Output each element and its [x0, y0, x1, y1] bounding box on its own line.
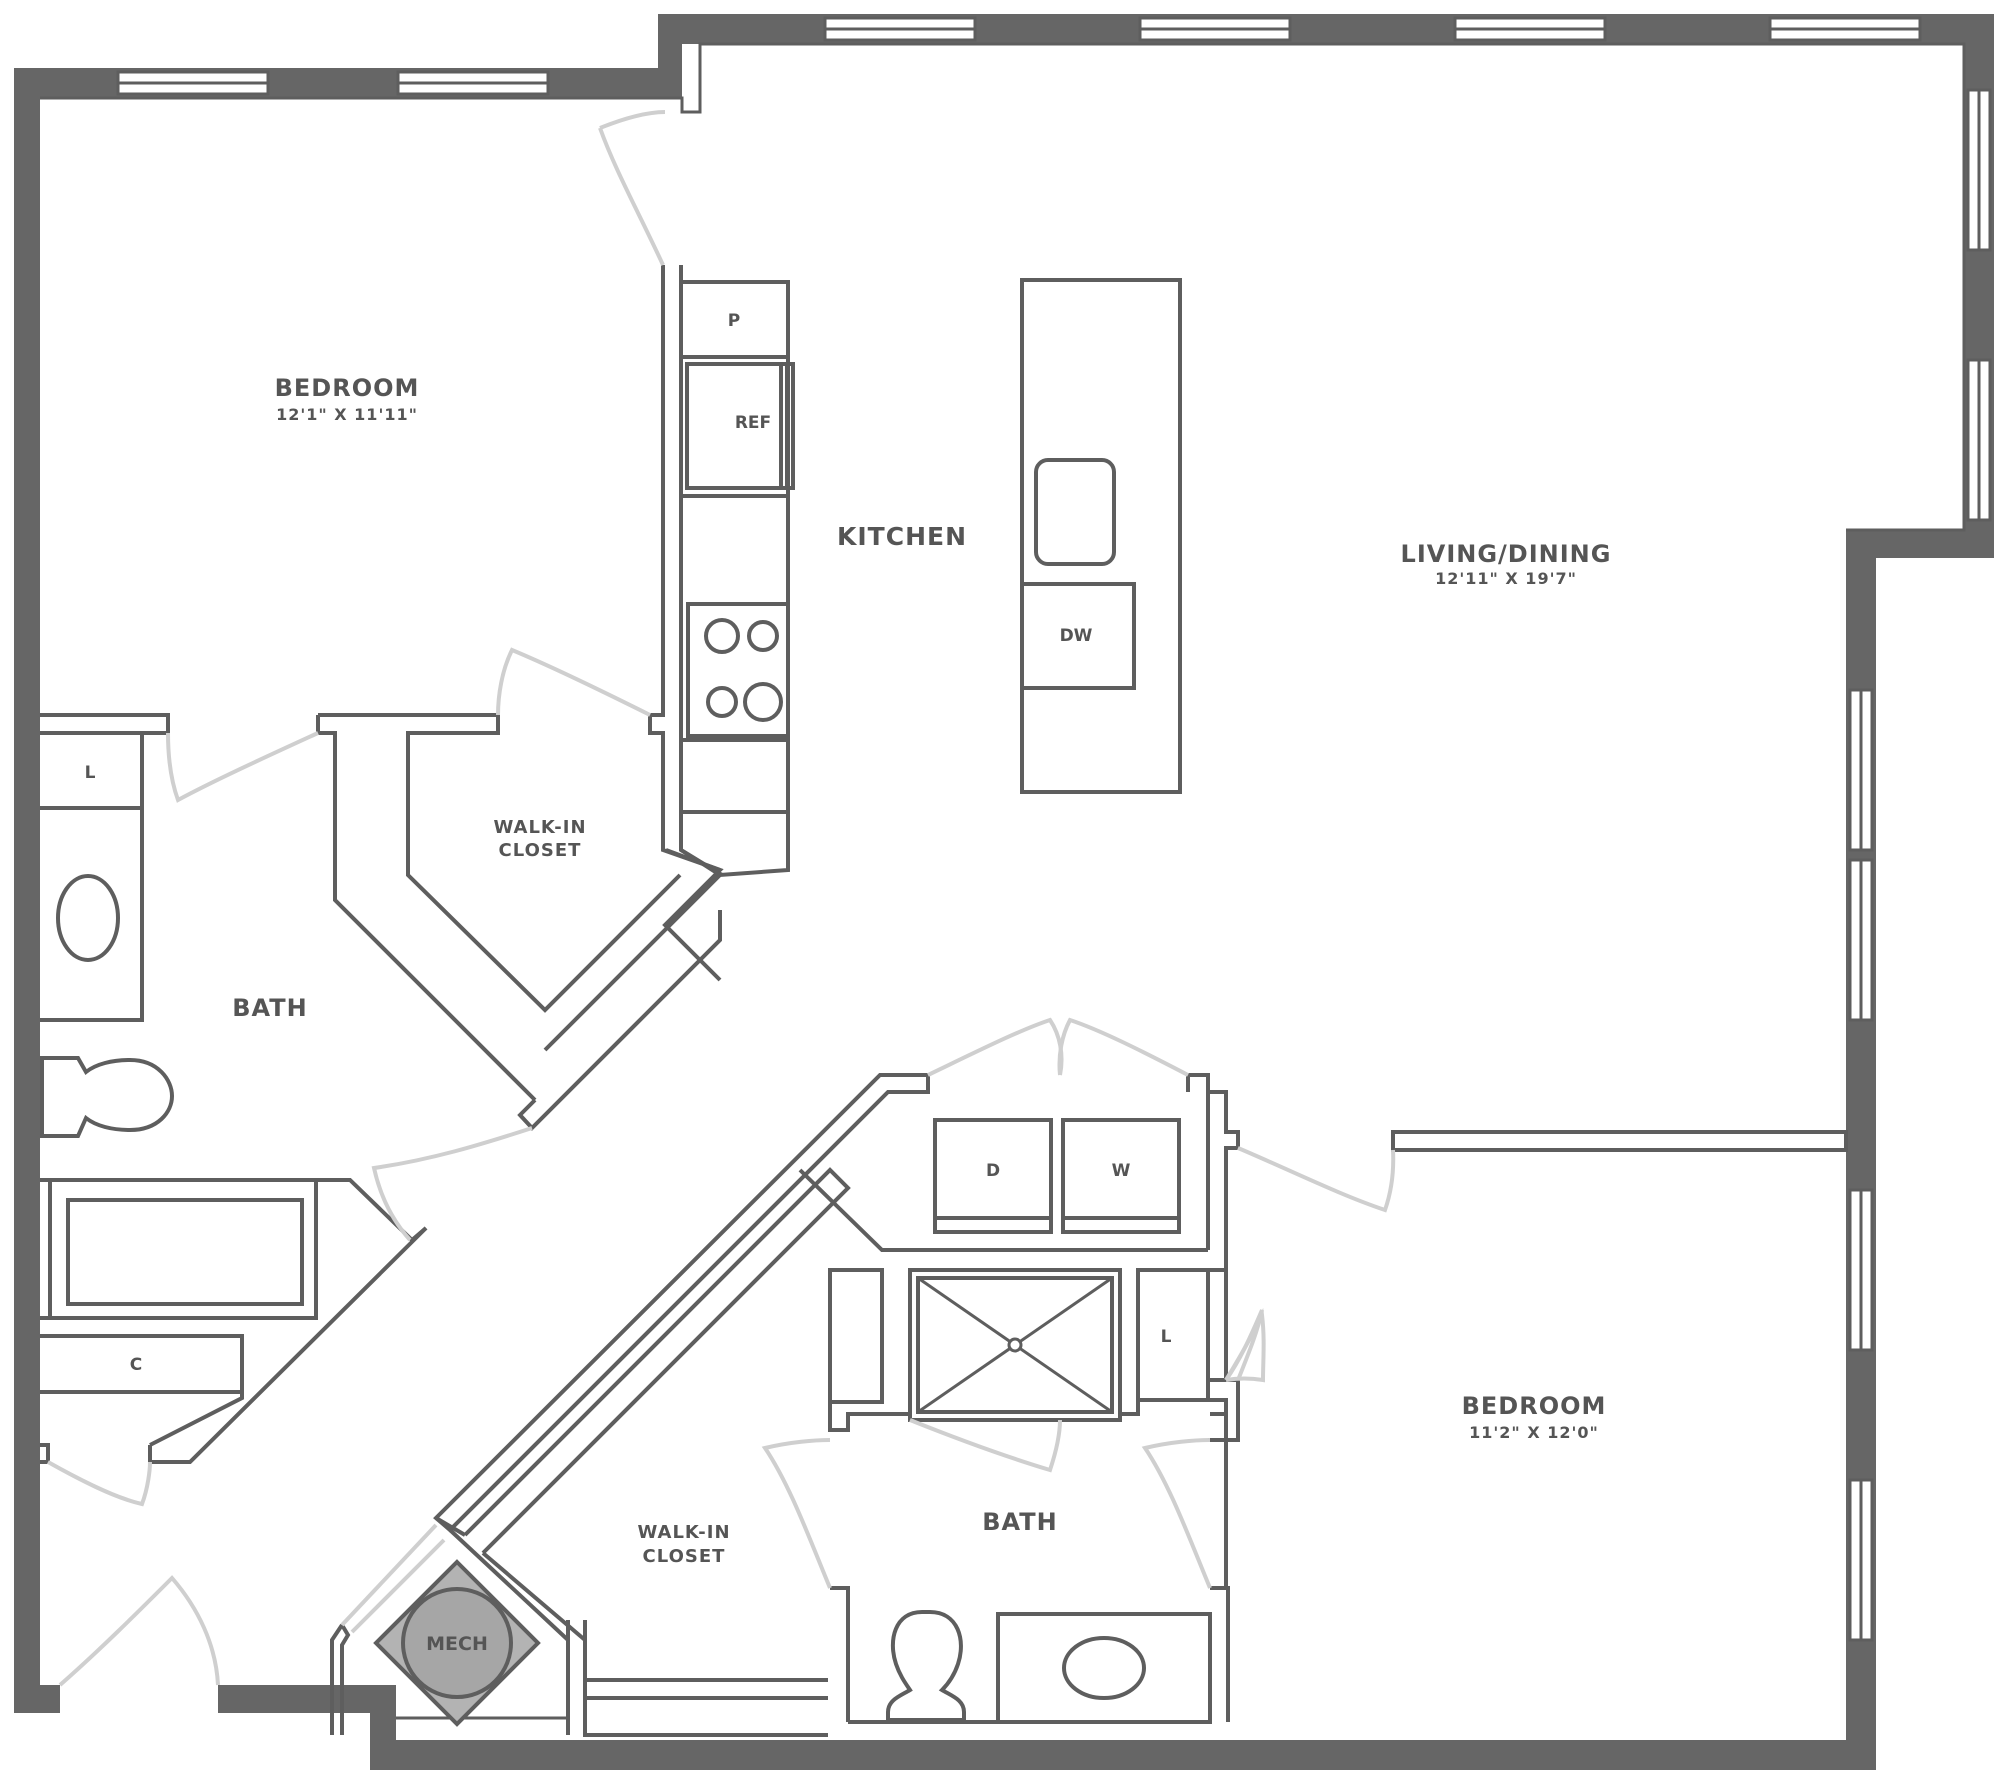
interior-walls	[40, 265, 1848, 1737]
washer-label: W	[1112, 1161, 1131, 1181]
linen-2-label: L	[1161, 1327, 1172, 1347]
exterior-walls	[14, 14, 1994, 1770]
refrigerator-label: REF	[735, 413, 771, 433]
door-swings	[47, 110, 1396, 1687]
mech-label: MECH	[426, 1633, 488, 1655]
bedroom-2-dims: 11'2" X 12'0"	[1469, 1423, 1599, 1442]
walk-in-closet-2-label-line1: WALK-IN	[637, 1522, 730, 1543]
linen-1-label: L	[85, 763, 96, 783]
bedroom-1-dims: 12'1" X 11'11"	[276, 405, 418, 424]
kitchen-fixtures	[679, 278, 1182, 814]
walk-in-closet-1-label-line2: CLOSET	[499, 840, 582, 861]
pantry-label: P	[728, 311, 740, 331]
fixture-labels: P REF DW L C D W L MECH	[85, 311, 1172, 1655]
walk-in-closet-1-label-line1: WALK-IN	[493, 817, 586, 838]
living-dining-label: LIVING/DINING	[1401, 540, 1612, 568]
bath-1-fixtures	[40, 874, 175, 1138]
kitchen-label: KITCHEN	[837, 522, 967, 551]
dishwasher-label: DW	[1060, 626, 1093, 646]
room-labels: BEDROOM 12'1" X 11'11" KITCHEN LIVING/DI…	[232, 374, 1612, 1567]
mech-unit	[373, 1559, 541, 1727]
living-dining-dims: 12'11" X 19'7"	[1435, 569, 1577, 588]
windows	[116, 16, 1992, 1642]
bath-2-label: BATH	[982, 1508, 1057, 1536]
bedroom-2-label: BEDROOM	[1462, 1392, 1607, 1420]
walk-in-closet-2-label-line2: CLOSET	[643, 1546, 726, 1567]
bedroom-1-label: BEDROOM	[275, 374, 420, 402]
coat-closet-label: C	[130, 1355, 142, 1375]
bath-1-label: BATH	[232, 994, 307, 1022]
dryer-label: D	[986, 1161, 1000, 1181]
